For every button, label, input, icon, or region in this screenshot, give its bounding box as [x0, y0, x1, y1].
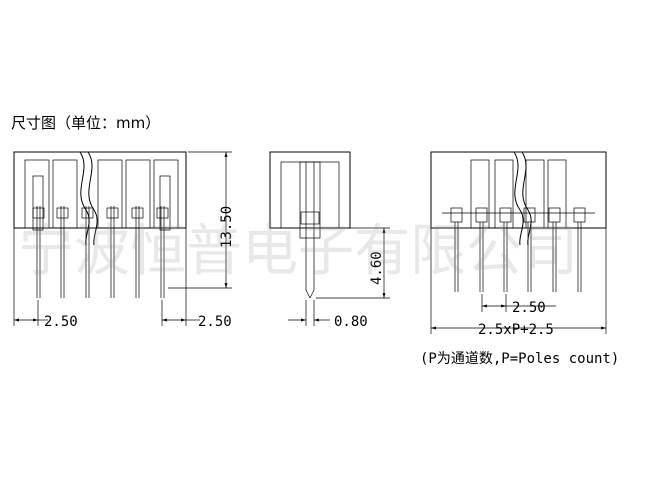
bottom-view: 2.50 2.5xP+2.5 [430, 151, 607, 338]
pitch-left-dimension: 2.50 [44, 314, 78, 330]
watermark: 宁波恒普电子有限公司 [18, 219, 578, 284]
pin-width-dimension: 0.80 [334, 314, 368, 330]
pitch-right-edge-dimension: 2.50 [198, 314, 232, 330]
height-dimension: 13.50 [219, 206, 235, 248]
pitch-right-dimension: 2.50 [512, 300, 546, 316]
drawing-title: 尺寸图（单位：mm） [11, 114, 161, 132]
side-view: 4.60 0.80 [269, 151, 390, 330]
poles-note: (P为通道数,P=Poles count) [420, 351, 620, 367]
front-view: 13.50 2.50 2.50 [13, 151, 235, 330]
pin-length-dimension: 4.60 [369, 251, 385, 285]
front-pins [32, 175, 171, 298]
overall-length-dimension: 2.5xP+2.5 [478, 322, 554, 338]
bottom-pins [450, 207, 586, 292]
